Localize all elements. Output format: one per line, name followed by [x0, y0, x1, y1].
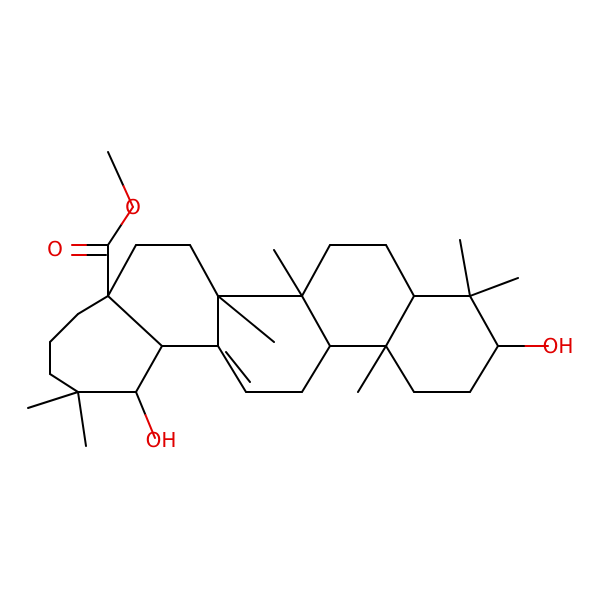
- double-bond: [225, 351, 251, 383]
- bond: [77, 295, 109, 315]
- ester-ether-oxygen: O: [125, 195, 141, 219]
- methyl-bond: [357, 345, 387, 393]
- bond-layer: [27, 151, 549, 447]
- ester-o-bond: [120, 206, 134, 226]
- bond: [217, 345, 247, 393]
- methyl-bond: [469, 277, 519, 297]
- bond: [189, 244, 219, 297]
- bond: [107, 244, 137, 297]
- bond: [49, 313, 79, 343]
- methyl-bond: [77, 391, 87, 447]
- hydroxyl-label-left: OH: [146, 428, 177, 452]
- bond: [385, 295, 415, 347]
- bond: [385, 345, 415, 393]
- bond: [135, 345, 163, 393]
- bond: [301, 244, 331, 297]
- bond: [469, 295, 499, 347]
- methyl-bond: [459, 239, 471, 297]
- bond: [107, 295, 163, 347]
- hydroxyl-bond: [144, 414, 156, 439]
- carbonyl-oxygen: O: [47, 237, 63, 261]
- methyl-bond: [217, 295, 275, 343]
- methyl-o-bond: [122, 185, 134, 208]
- bond: [49, 373, 79, 393]
- ester-o-bond: [107, 223, 123, 246]
- bond: [301, 295, 331, 347]
- bond: [301, 345, 331, 393]
- hydroxyl-bond: [135, 391, 147, 416]
- hydroxyl-label-right: OH: [543, 334, 574, 358]
- methyl-bond: [27, 391, 79, 409]
- bond: [469, 345, 499, 393]
- methyl-o-bond: [107, 151, 125, 188]
- bond: [385, 244, 415, 297]
- methyl-bond: [273, 249, 303, 297]
